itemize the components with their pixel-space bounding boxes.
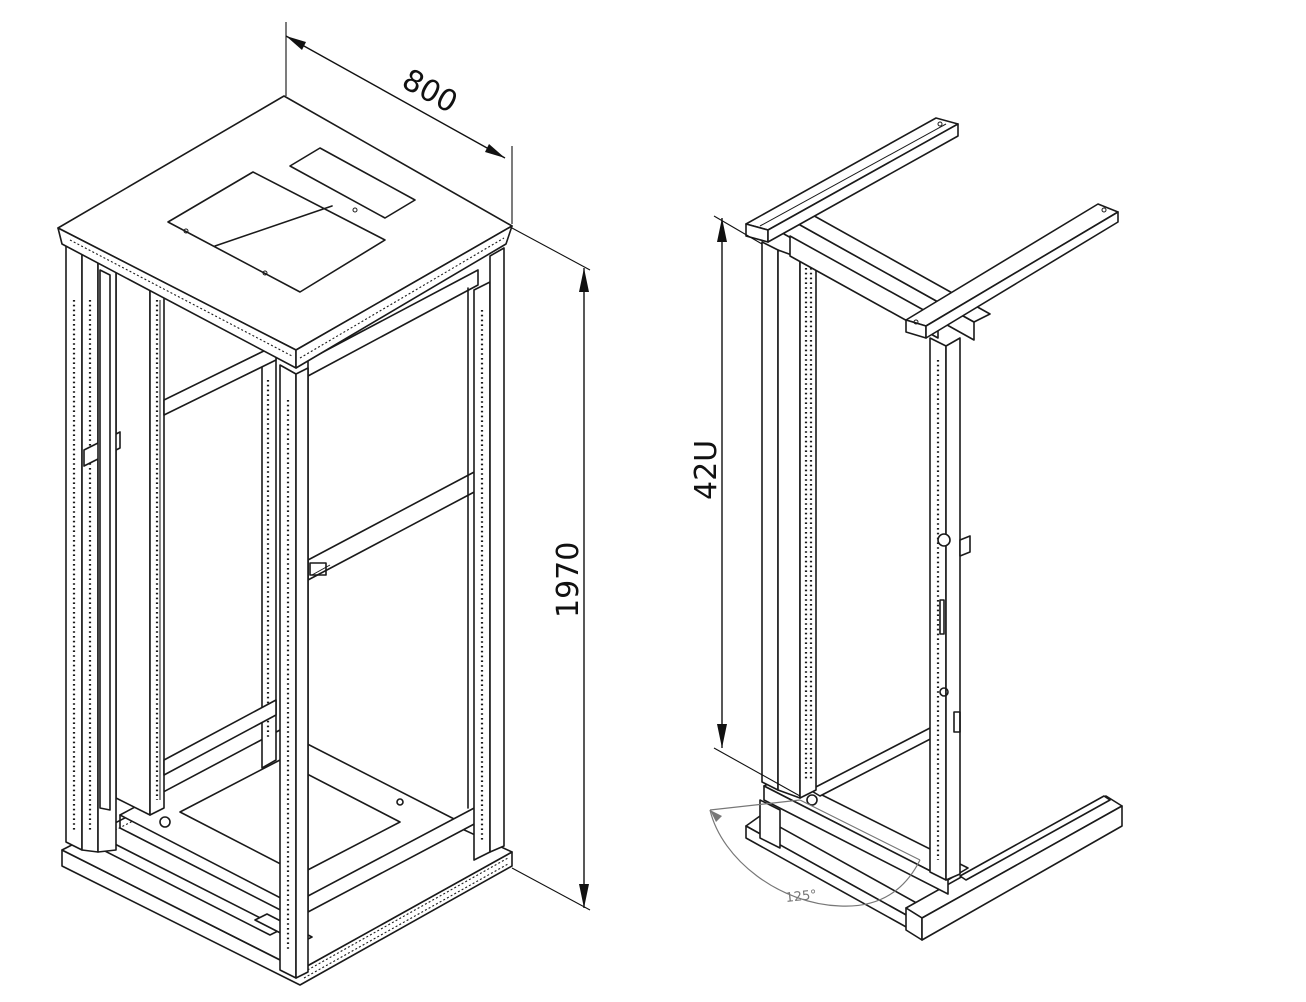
- frame-left-upright: [761, 241, 817, 799]
- front-right-post: [279, 364, 309, 979]
- rear-left-post: [65, 243, 99, 853]
- rack-cabinet: [57, 95, 513, 986]
- rack-units-label: 42U: [689, 440, 724, 500]
- front-left-post: [97, 255, 117, 853]
- height-label: 1970: [551, 542, 586, 618]
- inner-crossbars: [83, 344, 479, 776]
- left-mounting-rail: [115, 269, 165, 816]
- height-dimension: 1970: [511, 227, 591, 911]
- width-label: 800: [396, 62, 463, 120]
- door-angle-indicator: 125°: [709, 799, 921, 907]
- door-angle-label: 125°: [785, 888, 818, 906]
- open-rack-frame: [745, 117, 1123, 941]
- frame-top-arms: [745, 117, 1119, 339]
- rack-units-dimension: 42U: [689, 215, 801, 797]
- frame-base-feet: [745, 795, 1123, 941]
- frame-right-upright: [929, 337, 971, 881]
- frame-bottom: [763, 727, 1111, 895]
- cabinet-roof: [57, 95, 513, 369]
- rear-right-upright: [473, 247, 505, 861]
